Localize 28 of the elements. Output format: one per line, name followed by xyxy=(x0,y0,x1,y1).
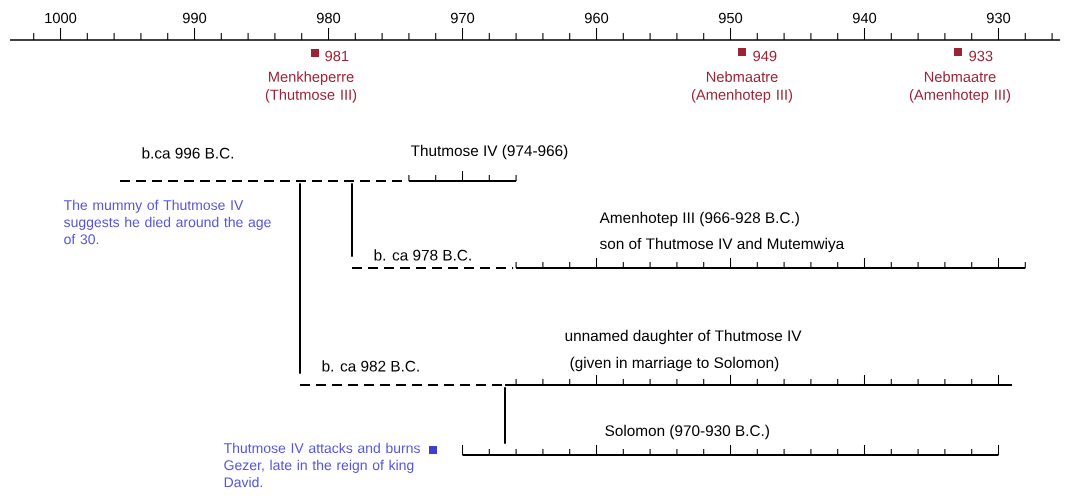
tick-label: 990 xyxy=(182,12,207,24)
event-year: 949 xyxy=(753,50,777,62)
tick-label: 940 xyxy=(852,12,877,24)
connector-line xyxy=(504,386,506,445)
bar-label: unnamed daughter of Thutmose IV xyxy=(565,329,802,345)
bar-label: son of Thutmose IV and Mutemwiya xyxy=(600,237,845,253)
bar-label: (given in marriage to Solomon) xyxy=(570,356,779,372)
connector-line xyxy=(351,182,353,258)
tick-label: 1000 xyxy=(45,12,77,24)
bar-label: b.ca 996 B.C. xyxy=(142,147,234,159)
tick-label: 930 xyxy=(986,12,1011,24)
event-label: Nebmaatre (Amenhotep III) xyxy=(691,71,793,103)
tick-label: 980 xyxy=(316,12,341,24)
bar-label: b. ca 982 B.C. xyxy=(322,360,419,372)
tick-label: 970 xyxy=(450,12,475,24)
connector-line xyxy=(299,182,301,375)
note: Thutmose IV attacks and burns Gezer, late in the reign of king David. xyxy=(223,442,420,488)
event-label: Menkheperre (Thutmose III) xyxy=(265,71,357,103)
event-year: 933 xyxy=(969,50,993,62)
event-label: Nebmaatre (Amenhotep III) xyxy=(909,71,1011,103)
tick-label: 960 xyxy=(584,12,609,24)
tick-label: 950 xyxy=(718,12,743,24)
bar-label: Amenhotep III (966-928 B.C.) xyxy=(599,211,799,227)
event-year: 981 xyxy=(325,50,349,62)
bar-label: Solomon (970-930 B.C.) xyxy=(605,424,769,440)
bar-label: Thutmose IV (974-966) xyxy=(410,144,568,160)
note: The mummy of Thutmose IV suggests he died around the age of 30. xyxy=(63,199,271,245)
bar-label: b. ca 978 B.C. xyxy=(374,249,471,261)
